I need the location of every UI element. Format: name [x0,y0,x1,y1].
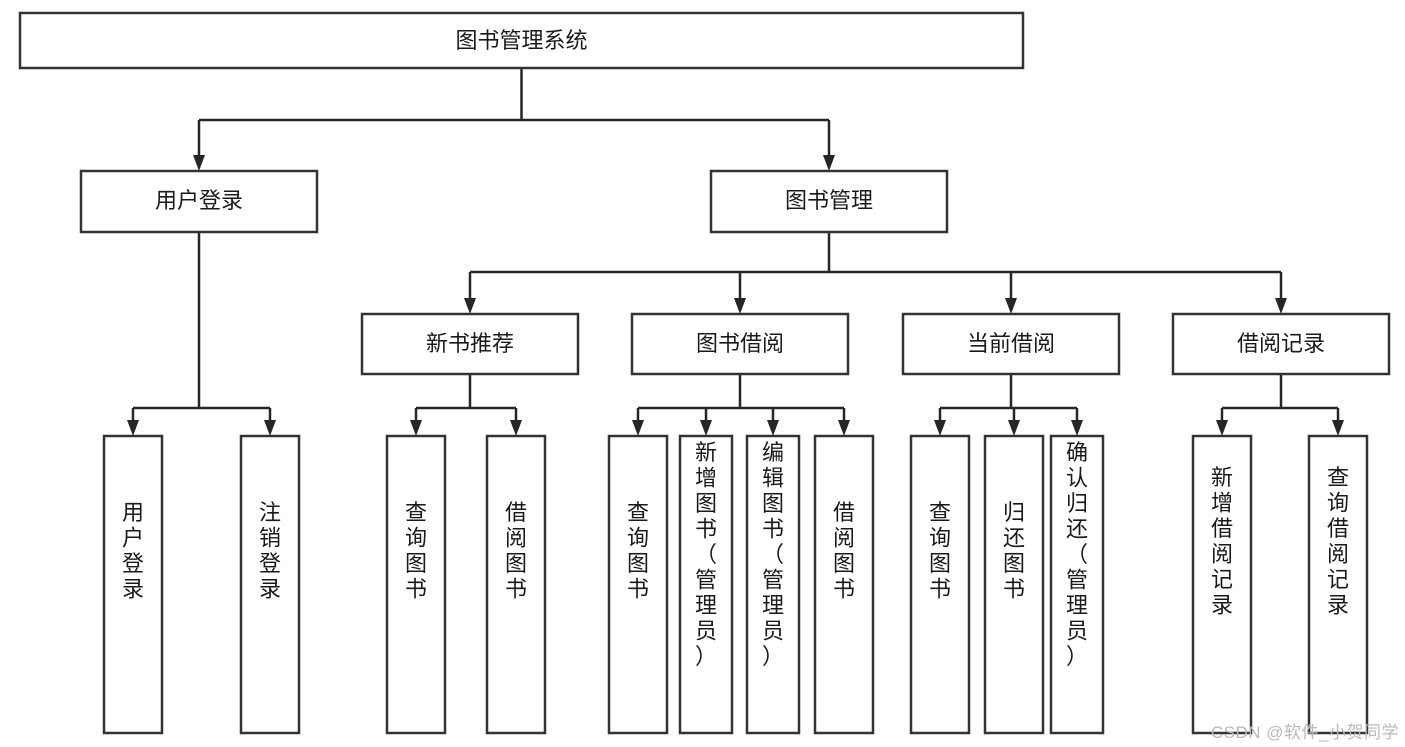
leaf-borrow-book-borrow-label: 借阅图书 [833,500,855,602]
leaf-add-book-admin-box [678,434,734,735]
node-current-borrow-label: 当前借阅 [967,331,1055,356]
node-book-borrow-label: 图书借阅 [696,331,784,356]
arrow-head-leaf-confirm-return [1071,420,1083,436]
node-borrow-record-label: 借阅记录 [1237,331,1325,356]
node-root-system-label: 图书管理系统 [455,28,587,53]
arrow-head-leaf-query-book-1 [410,420,422,436]
leaf-user-login-box [102,434,164,735]
node-user-login-box [79,169,319,234]
leaf-return-book-box [983,434,1045,735]
node-book-management-box [709,169,949,234]
leaf-query-book-current-box [909,434,971,735]
leaf-query-book-rec[interactable]: 查询图书 [385,434,447,735]
node-book-borrow-box [630,312,850,376]
leaf-borrow-book-rec[interactable]: 借阅图书 [485,434,547,735]
node-user-login[interactable]: 用户登录 [79,169,319,234]
arrow-head-leaf-query-record [1332,420,1344,436]
leaf-query-book-current[interactable]: 查询图书 [909,434,971,735]
leaf-add-borrow-record[interactable]: 新增借阅记录 [1191,434,1253,735]
leaf-add-book-admin[interactable]: 新增图书（管理员） [678,434,734,735]
leaf-query-borrow-record[interactable]: 查询借阅记录 [1307,434,1369,735]
node-current-borrow-box [901,312,1121,376]
leaf-query-book-borrow-box [607,434,669,735]
connector-group-current-borrow-to-leaves [934,374,1083,436]
leaf-confirm-return-admin-label: 确认归还（管理员） [1066,440,1088,669]
leaf-borrow-book-borrow-box [813,434,875,735]
node-new-book-recommend[interactable]: 新书推荐 [360,312,580,376]
arrow-head-book-borrow [734,298,746,314]
connector-group-user-login-to-leaves [127,232,276,436]
leaf-logout-login-label: 注销登录 [259,500,281,602]
leaf-borrow-book-rec-box [485,434,547,735]
leaf-confirm-return-admin[interactable]: 确认归还（管理员） [1049,434,1105,735]
node-new-book-recommend-box [360,312,580,376]
leaf-borrow-book-borrow[interactable]: 借阅图书 [813,434,875,735]
arrow-head-user-login [193,155,205,171]
leaf-logout-login-box [239,434,301,735]
leaf-return-book-label: 归还图书 [1003,500,1025,602]
arrow-head-leaf-logout [264,420,276,436]
leaf-user-login-label: 用户登录 [122,500,144,602]
connector-group-borrow-record-to-leaves [1216,374,1344,436]
leaf-query-book-rec-label: 查询图书 [405,500,427,602]
node-borrow-record-box [1171,312,1391,376]
arrow-head-leaf-return-book [1008,420,1020,436]
leaf-edit-book-admin-box [745,434,801,735]
leaf-query-book-rec-box [385,434,447,735]
arrow-head-borrow-record [1275,298,1287,314]
leaf-logout-login[interactable]: 注销登录 [239,434,301,735]
arrow-head-current-borrow [1005,298,1017,314]
arrow-head-leaf-borrow-book-2 [838,420,850,436]
node-root-system-box [18,11,1025,70]
arrow-head-new-book-rec [464,298,476,314]
node-book-management-label: 图书管理 [785,188,873,213]
node-root-system[interactable]: 图书管理系统 [18,11,1025,70]
leaf-query-borrow-record-box [1307,434,1369,735]
leaf-confirm-return-admin-box [1049,434,1105,735]
arrow-head-leaf-user-login [127,420,139,436]
node-book-borrow[interactable]: 图书借阅 [630,312,850,376]
leaf-query-borrow-record-label: 查询借阅记录 [1327,465,1349,618]
leaf-edit-book-admin-label: 编辑图书（管理员） [762,440,784,669]
arrow-head-leaf-query-book-3 [934,420,946,436]
arrow-head-leaf-add-record [1216,420,1228,436]
leaf-return-book[interactable]: 归还图书 [983,434,1045,735]
node-user-login-label: 用户登录 [155,188,243,213]
connector-group-new-book-rec-to-leaves [410,374,522,436]
leaf-borrow-book-rec-label: 借阅图书 [505,500,527,602]
connector-group-book-mgmt-to-level3 [464,232,1287,314]
leaf-query-book-borrow[interactable]: 查询图书 [607,434,669,735]
arrow-head-leaf-edit-book [767,420,779,436]
leaf-user-login[interactable]: 用户登录 [102,434,164,735]
leaf-add-book-admin-label: 新增图书（管理员） [695,440,717,669]
node-new-book-recommend-label: 新书推荐 [426,331,514,356]
leaf-edit-book-admin[interactable]: 编辑图书（管理员） [745,434,801,735]
node-book-management[interactable]: 图书管理 [709,169,949,234]
node-current-borrow[interactable]: 当前借阅 [901,312,1121,376]
leaf-add-borrow-record-box [1191,434,1253,735]
arrow-head-leaf-add-book [700,420,712,436]
arrow-head-leaf-query-book-2 [632,420,644,436]
arrow-head-leaf-borrow-book-1 [510,420,522,436]
leaf-query-book-current-label: 查询图书 [929,500,951,602]
connector-group-book-borrow-to-leaves [632,374,850,436]
leaf-query-book-borrow-label: 查询图书 [627,500,649,602]
leaf-add-borrow-record-label: 新增借阅记录 [1211,465,1233,618]
connector-group-root-to-level2 [193,68,835,171]
node-borrow-record[interactable]: 借阅记录 [1171,312,1391,376]
csdn-watermark: CSDN @软件_小贺同学 [1210,723,1399,742]
arrow-head-book-mgmt [823,155,835,171]
